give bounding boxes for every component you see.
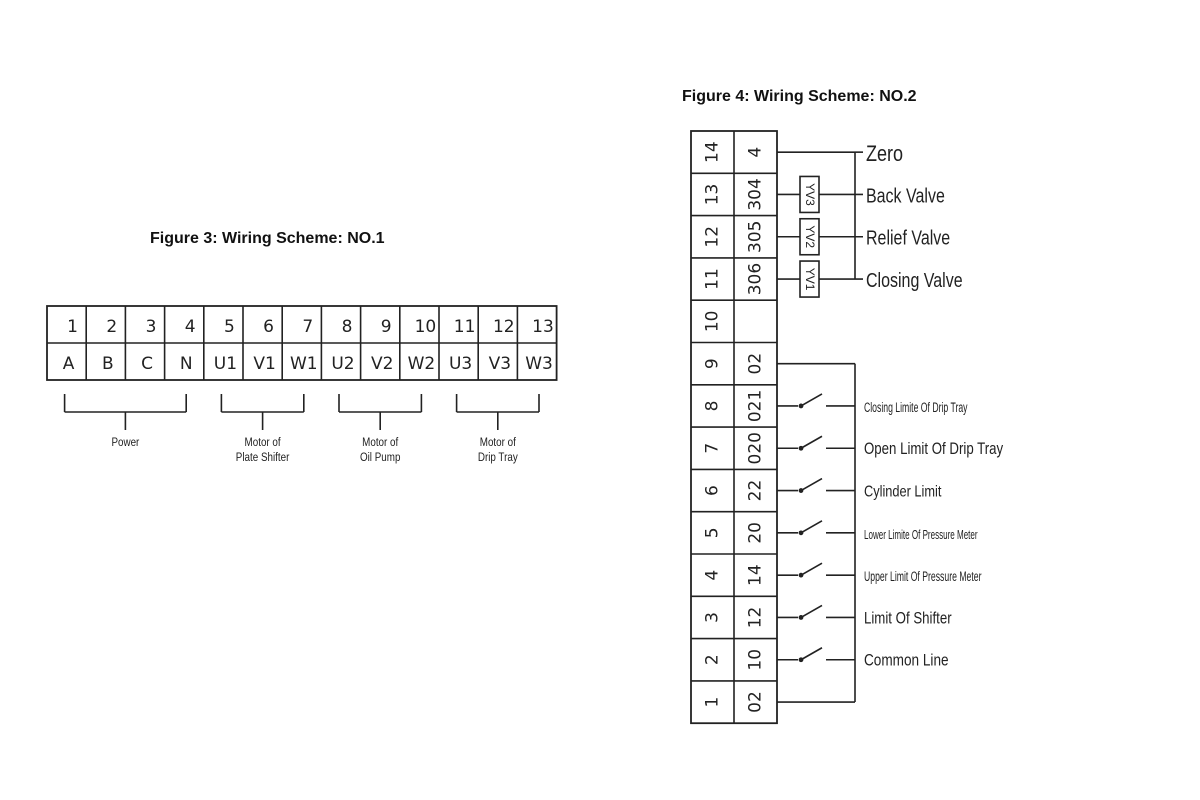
group-bracket: Motor of Oil Pump	[338, 394, 423, 464]
switch-blade	[800, 435, 823, 449]
wire-code: 10	[746, 649, 766, 671]
group-bracket: Motor of Drip Tray	[455, 394, 540, 464]
group-bracket: Motor of Plate Shifter	[220, 394, 305, 464]
terminal-code: U1	[214, 354, 237, 374]
terminal-number: 9	[703, 358, 723, 369]
switch-label: Open Limit Of Drip Tray	[864, 440, 1004, 459]
terminal-number: 7	[302, 317, 313, 337]
switch-blade	[800, 477, 823, 492]
terminal-number: 4	[185, 317, 196, 337]
valve-label: Relief Valve	[866, 227, 950, 249]
limit-switch: Open Limit Of Drip Tray	[777, 435, 1004, 459]
switch-blade	[800, 520, 823, 534]
group-label: Motor of	[362, 436, 399, 449]
terminal-number: 10	[703, 311, 723, 333]
terminal-number: 4	[703, 570, 723, 581]
limit-switch: Upper Limit Of Pressure Meter	[777, 562, 982, 585]
terminal-code: W2	[408, 354, 436, 374]
wire-code: 02	[746, 691, 766, 713]
terminal-number: 2	[106, 317, 117, 337]
limit-switch: Common Line	[777, 647, 949, 670]
switch-blade	[800, 604, 823, 619]
wire-code: 306	[746, 263, 766, 295]
terminal-code: V3	[489, 354, 511, 374]
terminal-number: 11	[703, 268, 723, 290]
terminal-number: 5	[224, 317, 235, 337]
wire-code: 305	[746, 221, 766, 253]
group-label: Motor of	[480, 436, 517, 449]
limit-switch: Cylinder Limit	[777, 477, 941, 501]
terminal-code: U2	[331, 354, 354, 374]
zero-label: Zero	[866, 143, 903, 167]
terminal-number: 5	[703, 527, 723, 538]
terminal-code: W1	[290, 354, 318, 374]
group-bracket: Power	[63, 394, 187, 449]
terminal-code: N	[180, 354, 193, 374]
wire-code: 02	[746, 353, 766, 375]
switch-label: Closing Limite Of Drip Tray	[864, 400, 968, 416]
terminal-number: 3	[703, 612, 723, 623]
terminal-number: 9	[381, 317, 392, 337]
valve-label: Closing Valve	[866, 269, 963, 291]
switch-label: Limit Of Shifter	[864, 609, 952, 628]
wire-code: 4	[746, 147, 766, 158]
terminal-number: 8	[703, 401, 723, 412]
wire-code: 020	[746, 432, 766, 464]
wire-code: 021	[746, 390, 766, 422]
terminal-code: C	[141, 354, 153, 374]
terminal-code: U3	[449, 354, 472, 374]
terminal-number: 13	[703, 184, 723, 206]
valve-code: YV3	[803, 183, 817, 206]
wire-code: 20	[746, 522, 766, 544]
limit-switch: Lower Limite Of Pressure Meter	[777, 520, 978, 542]
terminal-number: 1	[67, 317, 78, 337]
valve-code: YV1	[803, 268, 817, 291]
terminal-code: W3	[525, 354, 553, 374]
limit-switch: Limit Of Shifter	[777, 604, 952, 628]
switch-label: Common Line	[864, 651, 949, 670]
terminal-number: 1	[703, 697, 723, 708]
terminal-code: B	[102, 354, 114, 374]
limit-switch: Closing Limite Of Drip Tray	[777, 393, 968, 416]
terminal-number: 7	[703, 443, 723, 454]
terminal-number: 10	[415, 317, 437, 337]
figure3-title: Figure 3: Wiring Scheme: NO.1	[150, 230, 385, 247]
terminal-number: 3	[146, 317, 157, 337]
terminal-number: 12	[703, 226, 723, 248]
figure4-title: Figure 4: Wiring Scheme: NO.2	[682, 88, 917, 105]
terminal-number: 6	[703, 485, 723, 496]
valve-label: Back Valve	[866, 185, 945, 207]
terminal-number: 2	[703, 654, 723, 665]
terminal-number: 12	[493, 317, 515, 337]
wire-code: 12	[746, 607, 766, 629]
terminal-number: 13	[532, 317, 554, 337]
switch-label: Cylinder Limit	[864, 483, 941, 501]
wire-code: 14	[746, 564, 766, 586]
group-label: Plate Shifter	[236, 451, 290, 464]
switch-label: Upper Limit Of Pressure Meter	[864, 569, 982, 585]
switch-blade	[800, 393, 823, 407]
terminal-code: V2	[371, 354, 393, 374]
switch-blade	[800, 562, 823, 576]
wire-code: 304	[746, 178, 766, 210]
terminal-number: 14	[703, 141, 723, 163]
terminal-number: 6	[263, 317, 274, 337]
group-label: Drip Tray	[478, 451, 518, 464]
terminal-number: 11	[454, 317, 476, 337]
terminal-number: 8	[342, 317, 353, 337]
group-label: Power	[111, 436, 139, 449]
terminal-code: V1	[253, 354, 275, 374]
switch-blade	[800, 647, 823, 661]
valve-code: YV2	[803, 225, 817, 248]
wire-code: 22	[746, 480, 766, 502]
terminal-code: A	[63, 354, 75, 374]
switch-label: Lower Limite Of Pressure Meter	[864, 528, 978, 542]
group-label: Motor of	[245, 436, 282, 449]
group-label: Oil Pump	[360, 451, 400, 464]
